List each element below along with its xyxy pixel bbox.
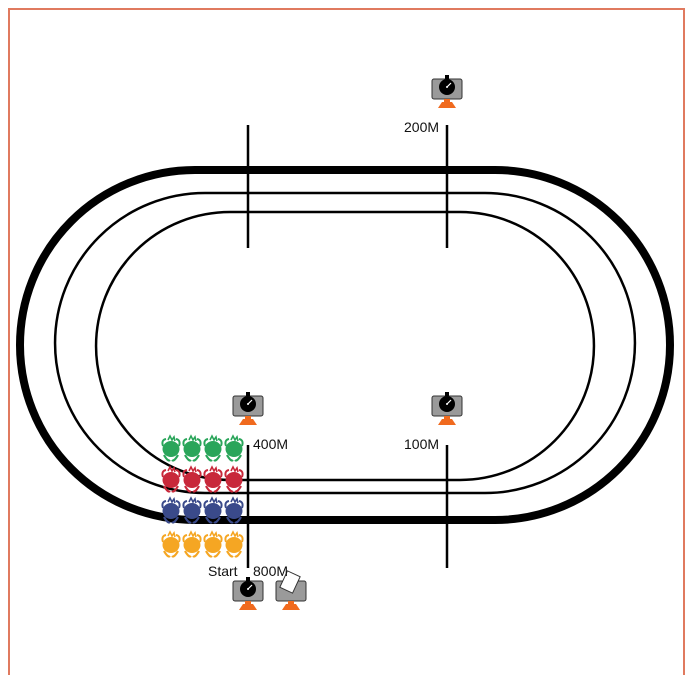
runner-icon bbox=[161, 434, 181, 462]
runner-icon bbox=[203, 530, 223, 558]
clipboard-monitor-icon bbox=[275, 570, 307, 610]
frame-border bbox=[8, 8, 685, 680]
label-200m: 200M bbox=[404, 119, 440, 135]
track-middle-line bbox=[53, 191, 637, 495]
runner-icon bbox=[182, 434, 202, 462]
runner-icon bbox=[161, 496, 181, 524]
runner-icon bbox=[182, 496, 202, 524]
runner-icon bbox=[224, 434, 244, 462]
runner-icon bbox=[161, 465, 181, 493]
stopwatch-monitor-icon-800m bbox=[232, 577, 264, 610]
runner-icon bbox=[224, 465, 244, 493]
runner-icon bbox=[161, 530, 181, 558]
label-400m: 400M bbox=[253, 436, 289, 452]
runner-icon bbox=[203, 496, 223, 524]
runner-icon bbox=[224, 530, 244, 558]
track-inner-line bbox=[94, 210, 596, 482]
track-outer-line bbox=[16, 166, 674, 524]
runner-icon bbox=[203, 434, 223, 462]
stopwatch-monitor-icon-200m bbox=[431, 75, 463, 108]
label-start: Start bbox=[208, 563, 238, 579]
runner-icon bbox=[182, 465, 202, 493]
stopwatch-monitor-icon-100m bbox=[431, 392, 463, 425]
runner-icon bbox=[224, 496, 244, 524]
label-100m: 100M bbox=[404, 436, 440, 452]
runner-icon bbox=[182, 530, 202, 558]
label-800m: 800M bbox=[253, 563, 289, 579]
runner-icon bbox=[203, 465, 223, 493]
stopwatch-monitor-icon-400m bbox=[232, 392, 264, 425]
